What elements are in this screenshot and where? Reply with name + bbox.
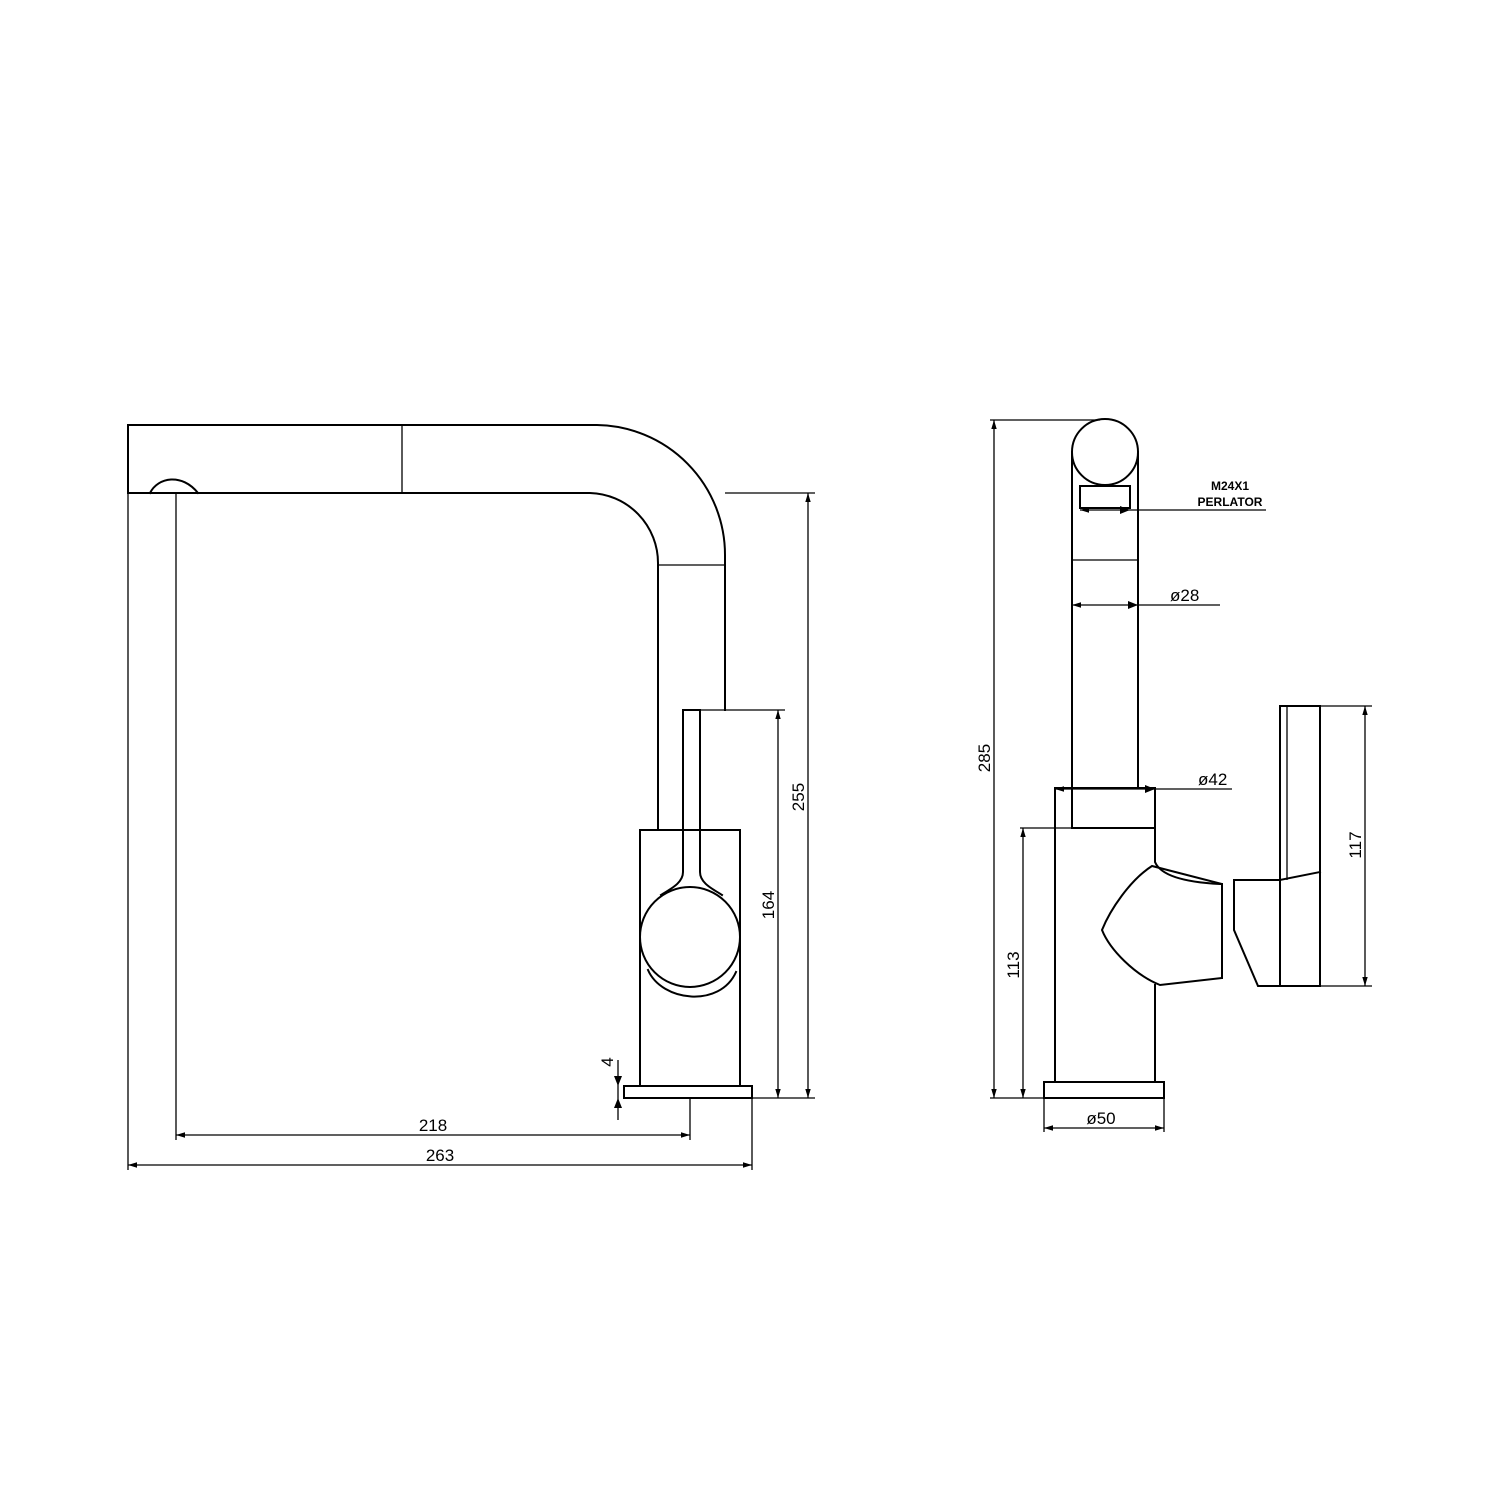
dim-label-255: 255 [789, 783, 808, 811]
dia-label-50: ø50 [1086, 1109, 1115, 1128]
spray-head-nozzle [148, 478, 200, 495]
dim-label-164: 164 [759, 891, 778, 919]
dim-label-263: 263 [426, 1146, 454, 1165]
arrowhead [614, 1098, 622, 1108]
spout-end-circle [1071, 418, 1139, 486]
tap-body [639, 829, 741, 1087]
lever-cone [1100, 864, 1223, 987]
side-view: 285 113 117 ø28 ø42 ø50 M24X1 PERLATOR [975, 418, 1372, 1132]
lever-handle-side [1279, 705, 1321, 987]
lever-hub [639, 886, 741, 988]
lever-handle [659, 709, 724, 897]
dia-label-28: ø28 [1170, 586, 1199, 605]
dim-label-285: 285 [975, 744, 994, 772]
lever-collar [1233, 879, 1281, 987]
tap-base [623, 1085, 753, 1099]
arrowhead [1120, 506, 1130, 514]
dim-label-113: 113 [1004, 951, 1023, 978]
dim-label-4: 4 [598, 1057, 617, 1066]
dim-label-218: 218 [419, 1116, 447, 1135]
aerator-label: PERLATOR [1198, 495, 1263, 509]
dim-label-117: 117 [1346, 831, 1365, 858]
dia-label-42: ø42 [1198, 770, 1227, 789]
front-view: 218 263 4 164 255 [127, 424, 815, 1170]
arrowhead [614, 1076, 622, 1086]
thread-label: M24X1 [1211, 479, 1249, 493]
lever-joint [1278, 870, 1322, 882]
arrowhead [1145, 785, 1155, 793]
perlator-aerator [1079, 485, 1131, 509]
spout-bottom-line [127, 492, 659, 831]
arrowhead [1128, 601, 1138, 609]
spout-top-line [127, 424, 726, 711]
side-base [1043, 1081, 1165, 1099]
lever-hub-shadow [646, 968, 738, 998]
body-outline [1054, 787, 1222, 1083]
